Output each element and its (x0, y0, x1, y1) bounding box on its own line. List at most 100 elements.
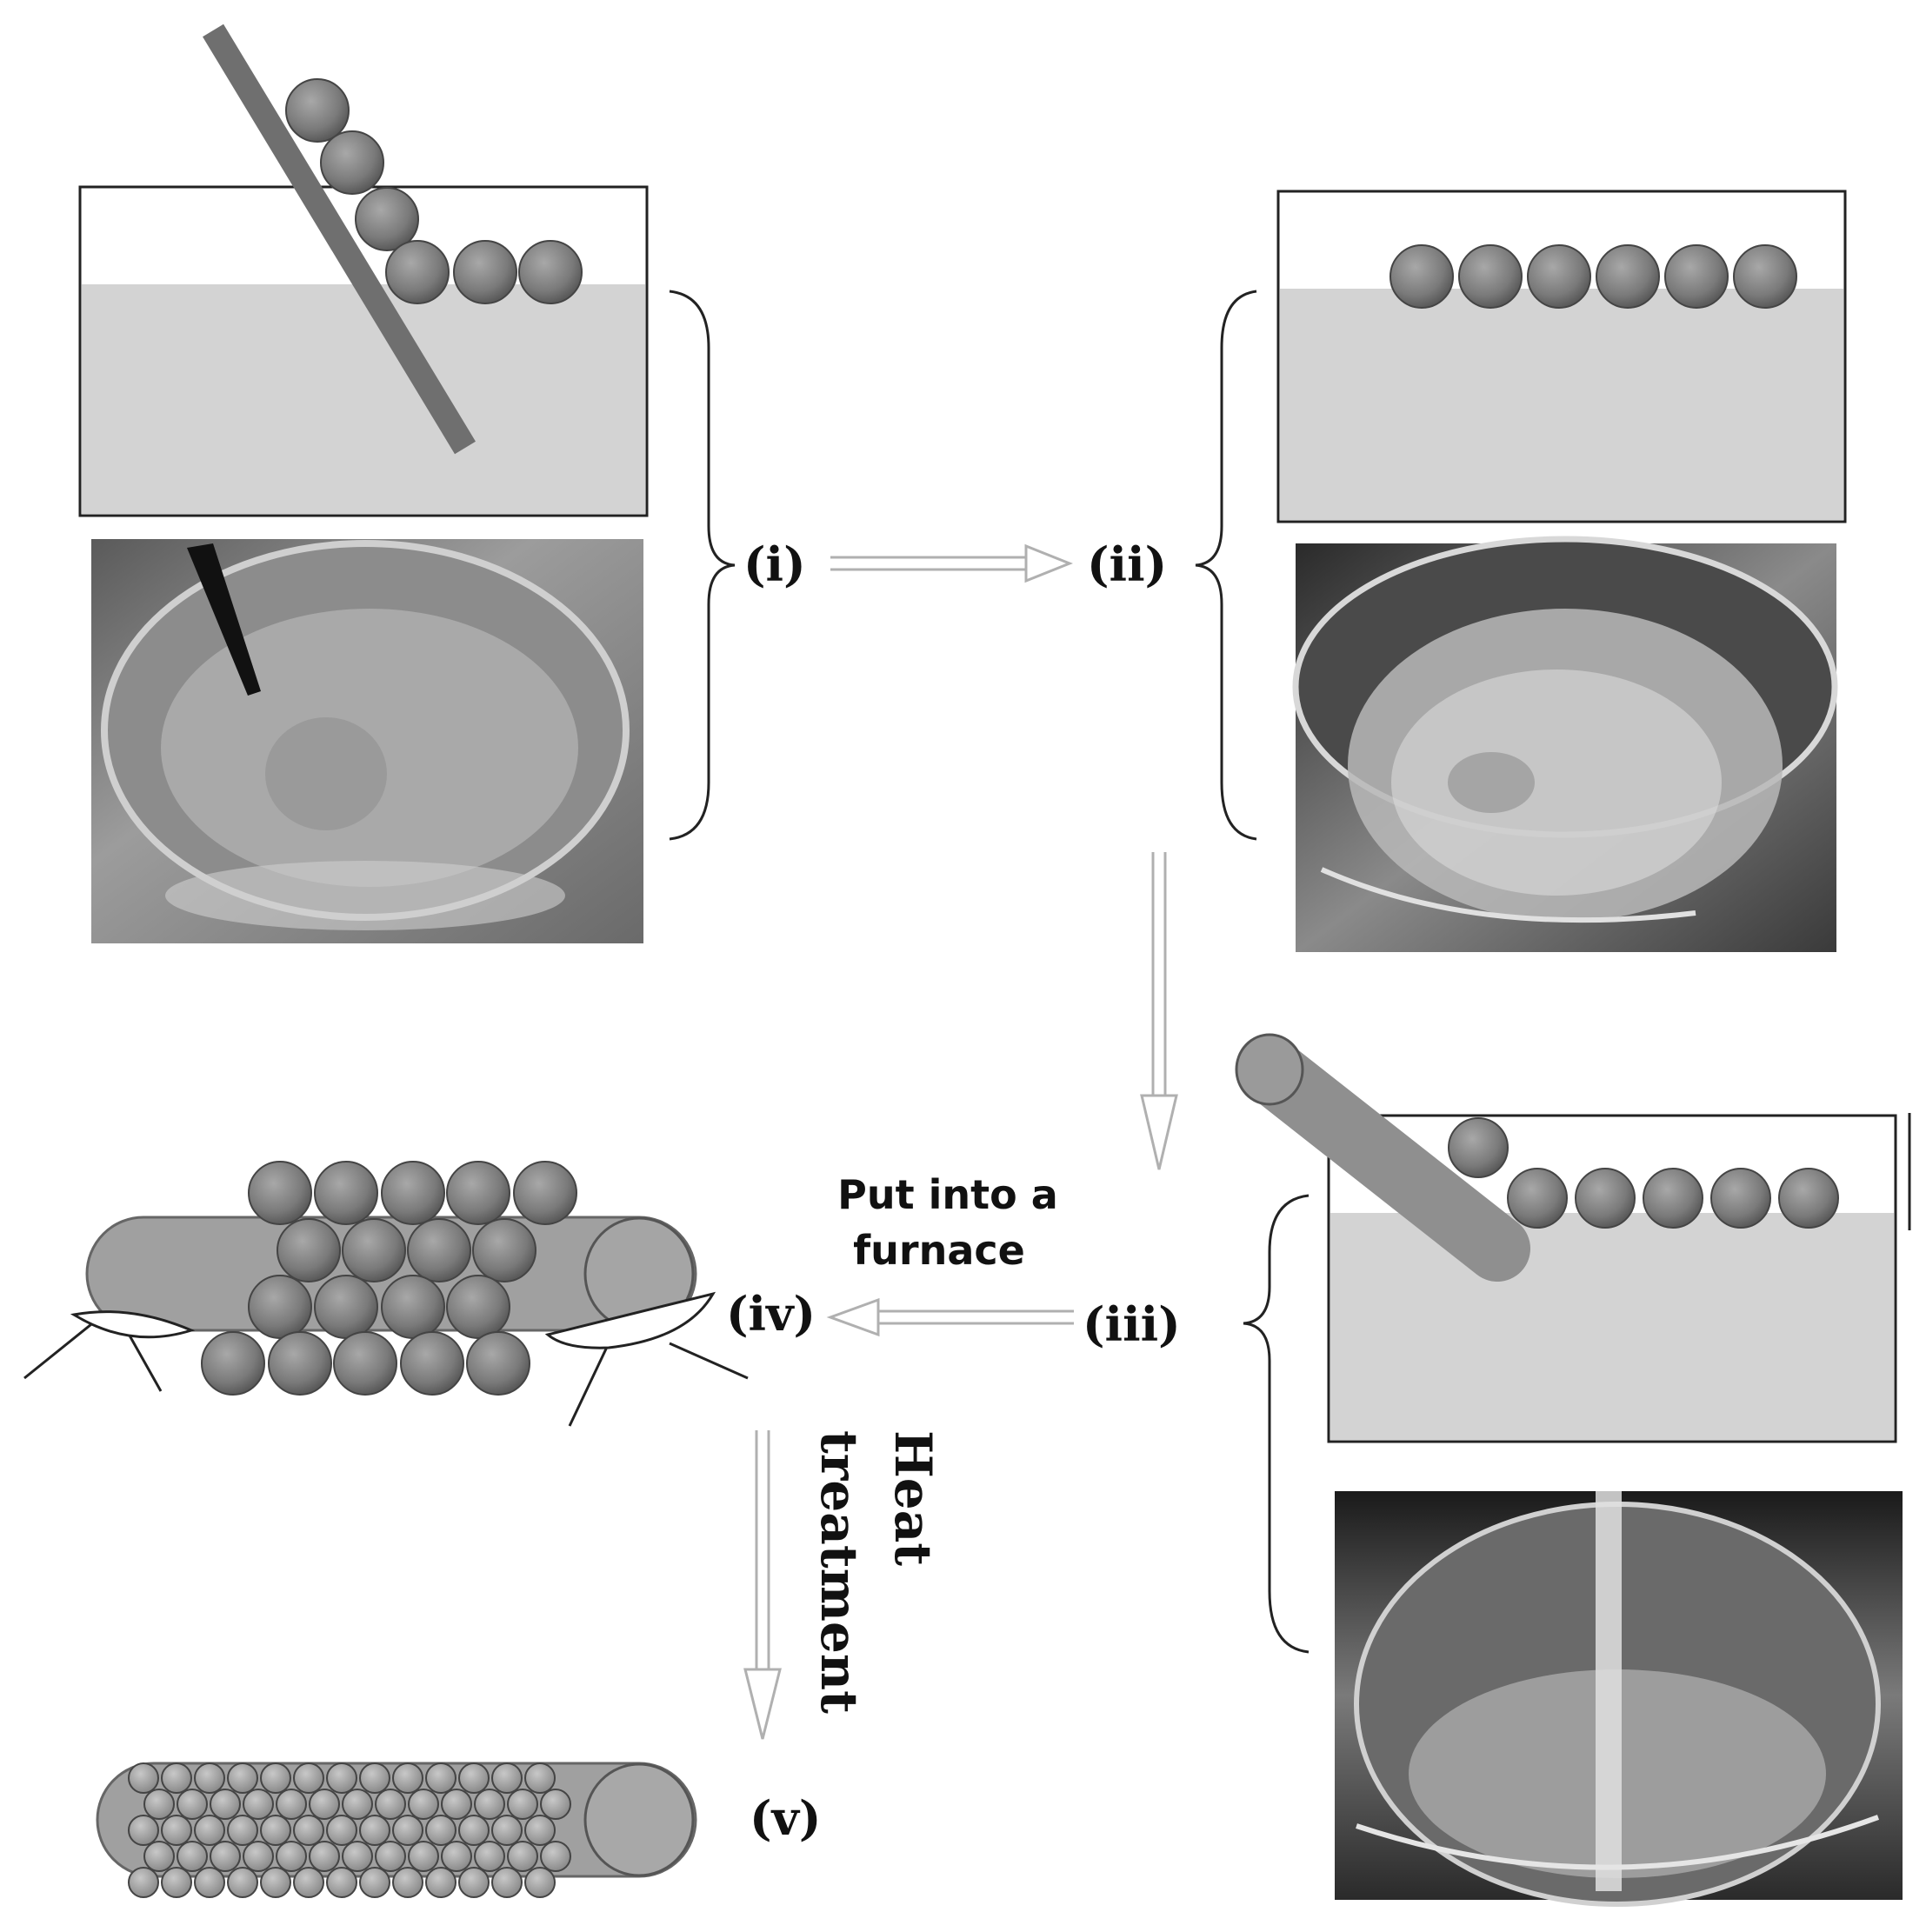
sphere (320, 130, 384, 195)
sphere (453, 240, 517, 304)
particle (143, 1789, 175, 1820)
sphere (1458, 244, 1523, 309)
particle (507, 1841, 538, 1872)
sphere (1778, 1168, 1839, 1229)
step-label-v: (v) (750, 1790, 821, 1846)
furnace-caption-line2: furnace (853, 1227, 1025, 1274)
particle (540, 1789, 571, 1820)
panel-ii-schematic (1276, 190, 1847, 523)
particle (392, 1762, 423, 1794)
panel-i-schematic (78, 23, 649, 517)
sphere (1596, 244, 1660, 309)
water-ii (1280, 289, 1843, 520)
sphere (201, 1331, 265, 1396)
heat-caption-line1: Heat (883, 1430, 943, 1566)
bracket-iii (1243, 1194, 1310, 1654)
sphere (285, 78, 350, 143)
support-clip-left (70, 1310, 196, 1339)
sphere-layer-iii (1448, 1117, 1839, 1229)
particle (161, 1815, 192, 1846)
particle (359, 1867, 390, 1898)
particle (392, 1815, 423, 1846)
particle (540, 1841, 571, 1872)
particle (491, 1867, 523, 1898)
sphere (1664, 244, 1729, 309)
step-label-i: (i) (743, 536, 806, 592)
particle (458, 1815, 490, 1846)
particle (309, 1841, 340, 1872)
particle (524, 1762, 556, 1794)
particle (441, 1789, 472, 1820)
arrow-i-to-ii (830, 543, 1074, 583)
particle (425, 1815, 457, 1846)
particle (342, 1789, 373, 1820)
sphere (381, 1161, 445, 1225)
arrow-ii-to-iii (1140, 852, 1178, 1170)
sphere (355, 187, 419, 251)
particle (425, 1867, 457, 1898)
particle (491, 1815, 523, 1846)
sphere (472, 1218, 536, 1282)
sphere (342, 1218, 406, 1282)
particle (260, 1867, 291, 1898)
sphere (400, 1331, 464, 1396)
particle (210, 1789, 241, 1820)
sphere (248, 1275, 312, 1339)
sphere (314, 1275, 378, 1339)
sphere (518, 240, 583, 304)
particle (375, 1789, 406, 1820)
particle (458, 1867, 490, 1898)
particle (227, 1815, 258, 1846)
particle (194, 1815, 225, 1846)
particle (243, 1841, 274, 1872)
sphere (1507, 1168, 1568, 1229)
sphere (1390, 244, 1454, 309)
support-leg-right-2 (669, 1342, 749, 1380)
particle (359, 1815, 390, 1846)
bracket-ii (1195, 290, 1257, 841)
particle (177, 1841, 208, 1872)
particle (408, 1789, 439, 1820)
particle (474, 1789, 505, 1820)
sphere (314, 1161, 378, 1225)
particle (243, 1789, 274, 1820)
support-leg-right-1 (568, 1342, 610, 1427)
sphere (1448, 1117, 1509, 1178)
arrow-iv-to-v (743, 1430, 782, 1740)
particle (474, 1841, 505, 1872)
furnace-caption-line1: Put into a (837, 1171, 1058, 1218)
particle (293, 1762, 324, 1794)
particle (342, 1841, 373, 1872)
particle (210, 1841, 241, 1872)
panel-iii-photo (1335, 1491, 1903, 1907)
particle (359, 1762, 390, 1794)
water-iii (1330, 1213, 1894, 1440)
substrate-rod-iii (1235, 1033, 1530, 1282)
sphere-coating-iv (201, 1161, 577, 1396)
heat-caption-line2: treatment (810, 1430, 869, 1714)
water-i (82, 284, 645, 514)
arrow-iii-to-iv (826, 1297, 1074, 1337)
particle (326, 1815, 357, 1846)
particle (161, 1867, 192, 1898)
particle (143, 1841, 175, 1872)
particle (441, 1841, 472, 1872)
step-label-iv: (iv) (726, 1286, 816, 1342)
particle (128, 1762, 159, 1794)
particle (227, 1762, 258, 1794)
particle (128, 1867, 159, 1898)
particle (425, 1762, 457, 1794)
particle (260, 1762, 291, 1794)
sphere (407, 1218, 471, 1282)
sphere (333, 1331, 397, 1396)
particle (458, 1762, 490, 1794)
particle (524, 1815, 556, 1846)
particle (293, 1815, 324, 1846)
sphere-layer-i (285, 78, 583, 304)
particle (524, 1867, 556, 1898)
sphere (466, 1331, 530, 1396)
support-leg-left-1 (23, 1316, 101, 1380)
dipping-rod-i (203, 23, 476, 455)
particle (194, 1762, 225, 1794)
